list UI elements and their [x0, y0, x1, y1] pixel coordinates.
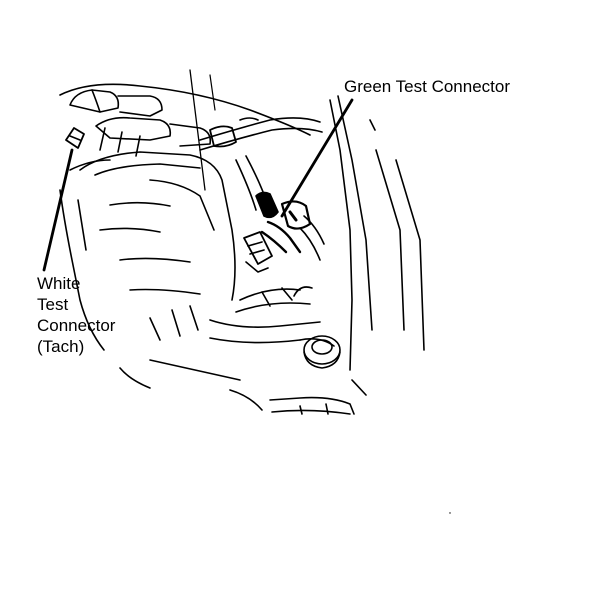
- strut-bar: [269, 396, 355, 415]
- white-test-connector-label: White Test Connector (Tach): [37, 273, 115, 357]
- lower-frame: [119, 319, 335, 411]
- stray-mark: [449, 512, 451, 514]
- intake-runners: [69, 89, 212, 157]
- green-test-connector-body: [255, 191, 325, 261]
- engine-side-connector: [235, 231, 313, 313]
- white-label-line-1: White: [37, 274, 81, 293]
- white-label-line-3: Connector: [37, 316, 116, 335]
- green-test-connector-label: Green Test Connector: [344, 77, 510, 96]
- leader-lines: [42, 98, 354, 272]
- green-connector-leader: [280, 98, 354, 218]
- white-test-connector-body: [65, 127, 85, 149]
- wire-harness: [199, 117, 323, 211]
- engine-block: [59, 151, 236, 351]
- fender-lines: [329, 95, 425, 396]
- white-label-line-4: (Tach): [37, 337, 85, 356]
- white-connector-leader: [42, 148, 74, 272]
- reservoir-cap: [303, 335, 341, 369]
- white-label-line-2: Test: [37, 295, 69, 314]
- cowl-outline: [59, 69, 311, 191]
